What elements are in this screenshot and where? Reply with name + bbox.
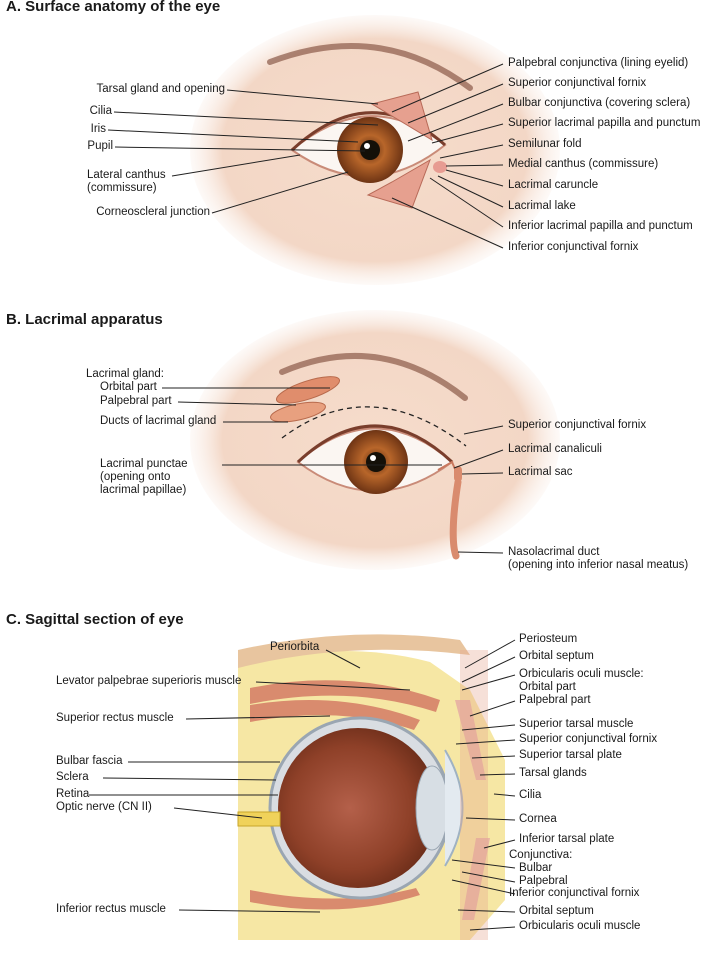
label-orbicularis-oculi-header: Orbicularis oculi muscle: <box>519 668 644 680</box>
label-lacrimal-punctae: Lacrimal punctae <box>100 458 188 470</box>
label-nasolacrimal-duct: Nasolacrimal duct <box>508 546 600 558</box>
label-conjunctiva-header: Conjunctiva: <box>509 849 573 861</box>
panel-c-title: C. Sagittal section of eye <box>6 611 184 628</box>
label-lacrimal-punctae-sub1: (opening onto <box>100 471 171 483</box>
panel-b-title: B. Lacrimal apparatus <box>6 311 163 328</box>
label-palpebral-part-b: Palpebral part <box>100 395 172 407</box>
label-palpebral-c: Palpebral <box>519 875 568 887</box>
label-superior-conjunctival-fornix-b: Superior conjunctival fornix <box>508 419 647 431</box>
label-cilia-c: Cilia <box>519 789 542 801</box>
label-lacrimal-lake: Lacrimal lake <box>508 200 576 212</box>
label-inferior-conjunctival-fornix-c: Inferior conjunctival fornix <box>509 887 640 899</box>
label-nasolacrimal-duct-sub: (opening into inferior nasal meatus) <box>508 559 689 571</box>
label-lacrimal-sac: Lacrimal sac <box>508 466 573 478</box>
label-periosteum: Periosteum <box>519 633 578 645</box>
panel-a-eye-illustration <box>190 15 560 285</box>
label-tarsal-gland: Tarsal gland and opening <box>96 83 225 95</box>
label-inferior-conjunctival-fornix-a: Inferior conjunctival fornix <box>508 241 639 253</box>
leader-lines <box>89 63 516 931</box>
label-superior-rectus: Superior rectus muscle <box>56 712 174 724</box>
label-pupil: Pupil <box>87 140 113 152</box>
label-lateral-canthus-sub: (commissure) <box>87 182 157 194</box>
label-lateral-canthus: Lateral canthus <box>87 169 166 181</box>
label-orbital-part-c: Orbital part <box>519 681 576 693</box>
label-lacrimal-canaliculi: Lacrimal canaliculi <box>508 443 602 455</box>
label-periorbita: Periorbita <box>270 641 320 653</box>
label-superior-lacrimal-papilla: Superior lacrimal papilla and punctum <box>508 117 701 129</box>
label-semilunar-fold: Semilunar fold <box>508 138 582 150</box>
label-palpebral-part-c: Palpebral part <box>519 694 591 706</box>
label-iris: Iris <box>90 123 106 135</box>
label-orbital-septum-upper: Orbital septum <box>519 650 594 662</box>
label-bulbar-c: Bulbar <box>519 862 553 874</box>
label-orbital-septum-lower: Orbital septum <box>519 905 594 917</box>
label-inferior-lacrimal-papilla: Inferior lacrimal papilla and punctum <box>508 220 693 232</box>
label-superior-conjunctival-fornix-c: Superior conjunctival fornix <box>519 733 658 745</box>
panel-a-title: A. Surface anatomy of the eye <box>6 0 221 15</box>
label-cilia: Cilia <box>89 105 112 117</box>
label-levator-palpebrae: Levator palpebrae superioris muscle <box>56 675 242 687</box>
label-bulbar-conjunctiva: Bulbar conjunctiva (covering sclera) <box>508 97 691 109</box>
label-orbital-part-b: Orbital part <box>100 381 157 393</box>
label-superior-tarsal-plate: Superior tarsal plate <box>519 749 622 761</box>
label-orbicularis-oculi-lower: Orbicularis oculi muscle <box>519 920 641 932</box>
label-superior-tarsal-muscle: Superior tarsal muscle <box>519 718 634 730</box>
panel-c-sagittal-illustration <box>237 634 505 940</box>
label-retina: Retina <box>56 788 90 800</box>
label-ducts-lacrimal-gland: Ducts of lacrimal gland <box>100 415 217 427</box>
label-sclera: Sclera <box>56 771 89 783</box>
label-cornea: Cornea <box>519 813 557 825</box>
label-corneoscleral-junction: Corneoscleral junction <box>96 206 210 218</box>
label-lacrimal-caruncle: Lacrimal caruncle <box>508 179 599 191</box>
panel-b-eye-illustration <box>190 310 560 570</box>
label-inferior-rectus: Inferior rectus muscle <box>56 903 166 915</box>
label-bulbar-fascia: Bulbar fascia <box>56 755 123 767</box>
label-medial-canthus: Medial canthus (commissure) <box>508 158 659 170</box>
label-lacrimal-punctae-sub2: lacrimal papillae) <box>100 484 187 496</box>
label-lacrimal-gland: Lacrimal gland: <box>86 368 164 380</box>
label-palpebral-conjunctiva: Palpebral conjunctiva (lining eyelid) <box>508 57 689 69</box>
label-superior-conjunctival-fornix-a: Superior conjunctival fornix <box>508 77 647 89</box>
label-inferior-tarsal-plate: Inferior tarsal plate <box>519 833 615 845</box>
label-tarsal-glands: Tarsal glands <box>519 767 587 779</box>
label-optic-nerve: Optic nerve (CN II) <box>56 801 152 813</box>
